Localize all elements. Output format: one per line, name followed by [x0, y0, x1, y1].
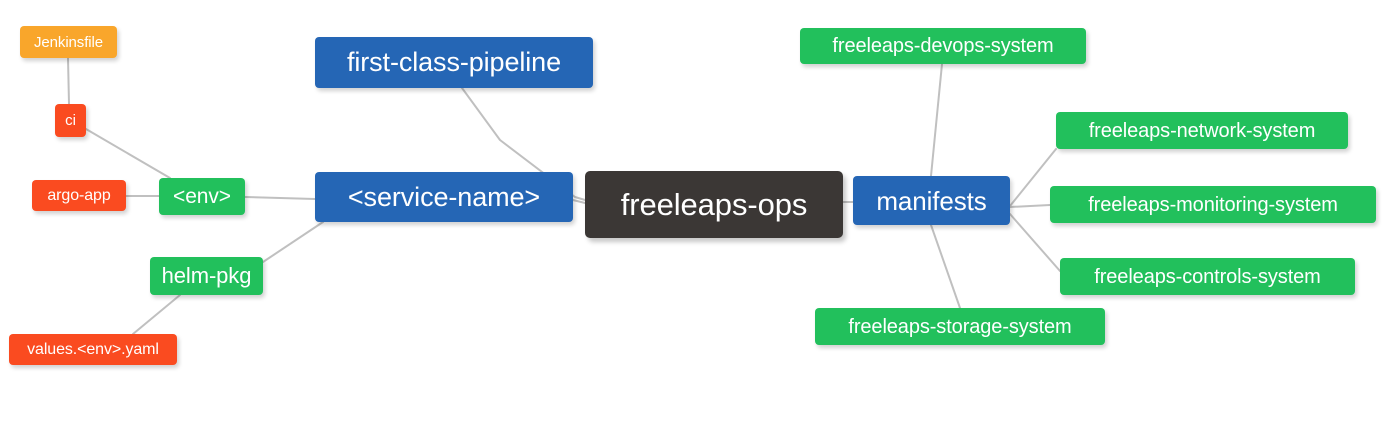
node-label: freeleaps-monitoring-system — [1088, 193, 1338, 216]
node-freeleaps-devops-system[interactable]: freeleaps-devops-system — [800, 28, 1086, 64]
node-label: freeleaps-controls-system — [1094, 265, 1321, 288]
node-label: freeleaps-devops-system — [832, 35, 1054, 57]
node-label: ci — [65, 112, 76, 129]
node-label: <env> — [173, 185, 231, 208]
node-freeleaps-monitoring-system[interactable]: freeleaps-monitoring-system — [1050, 186, 1376, 223]
node-freeleaps-network-system[interactable]: freeleaps-network-system — [1056, 112, 1348, 149]
node-label: freeleaps-ops — [620, 187, 808, 222]
node-label: Jenkinsfile — [34, 33, 103, 51]
node-label: freeleaps-network-system — [1088, 119, 1316, 142]
node-label: argo-app — [47, 186, 111, 204]
node-label: helm-pkg — [161, 263, 252, 288]
node-env[interactable]: <env> — [159, 178, 245, 215]
node-freeleaps-ops[interactable]: freeleaps-ops — [585, 171, 843, 238]
node-manifests[interactable]: manifests — [853, 176, 1010, 225]
node-freeleaps-controls-system[interactable]: freeleaps-controls-system — [1060, 258, 1355, 295]
node-argo-app[interactable]: argo-app — [32, 180, 126, 211]
node-label: <service-name> — [347, 181, 541, 212]
node-service-name[interactable]: <service-name> — [315, 172, 573, 222]
node-first-class-pipeline[interactable]: first-class-pipeline — [315, 37, 593, 88]
node-ci[interactable]: ci — [55, 104, 86, 137]
node-label: first-class-pipeline — [346, 47, 562, 77]
node-helm-pkg[interactable]: helm-pkg — [150, 257, 263, 295]
node-values-env-yaml[interactable]: values.<env>.yaml — [9, 334, 177, 365]
node-label: values.<env>.yaml — [27, 340, 159, 358]
node-freeleaps-storage-system[interactable]: freeleaps-storage-system — [815, 308, 1105, 345]
node-jenkinsfile[interactable]: Jenkinsfile — [20, 26, 117, 58]
node-label: manifests — [876, 185, 987, 216]
node-label: freeleaps-storage-system — [848, 315, 1072, 338]
